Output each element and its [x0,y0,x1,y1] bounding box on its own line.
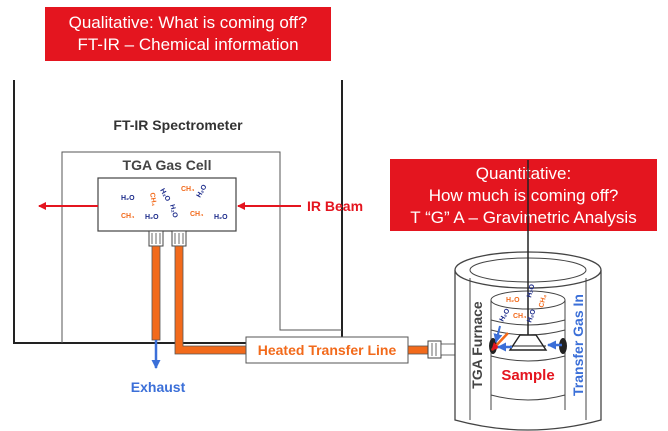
molecule-h2o: H₂O [526,308,537,324]
transfer-line-tube-end [407,345,429,355]
molecule-ch4: CH₄ [181,186,194,193]
quantitative-line-3: T “G” A – Gravimetric Analysis [410,208,637,227]
spectrometer-label: FT-IR Spectrometer [113,117,243,133]
furnace-coupling [427,340,442,359]
molecule-ch4: CH₄ [148,192,157,206]
furnace-label: TGA Furnace [469,301,485,389]
exhaust-label: Exhaust [131,379,186,395]
molecule-h2o: H₂O [214,214,228,221]
gas-cell-housing [61,151,342,343]
tga-furnace [454,160,602,431]
molecule-ch4: CH₄ [538,294,548,309]
gas-cell [97,177,237,232]
ir-beam-label: IR Beam [307,198,363,214]
quantitative-callout: Quantitative: How much is coming off? T … [390,159,657,231]
gas-cell-label: TGA Gas Cell [123,157,212,173]
qualitative-line-2: FT-IR – Chemical information [77,35,299,54]
sample-label: Sample [501,367,554,384]
molecule-ch4: CH₄ [190,211,203,218]
molecule-ch4: CH₄ [513,313,526,320]
molecule-h2o: H₂O [168,204,178,219]
molecule-h2o: H₂O [506,297,520,304]
molecule-h2o: H₂O [121,195,135,202]
quantitative-line-2: How much is coming off? [428,186,619,205]
quantitative-line-1: Quantitative: [475,164,572,183]
qualitative-line-1: Qualitative: What is coming off? [68,13,308,32]
molecule-h2o: H₂O [145,214,159,221]
exhaust-tube [151,245,161,341]
qualitative-callout: Qualitative: What is coming off? FT-IR –… [45,7,331,61]
transfer-gas-arrow-top [493,325,503,343]
heated-transfer-line-tube [174,245,247,355]
transfer-gas-label: Transfer Gas In [570,294,586,396]
molecule-h2o: H₂O [526,283,536,298]
molecule-ch4: CH₄ [121,213,134,220]
heated-transfer-line-label: Heated Transfer Line [258,342,397,358]
